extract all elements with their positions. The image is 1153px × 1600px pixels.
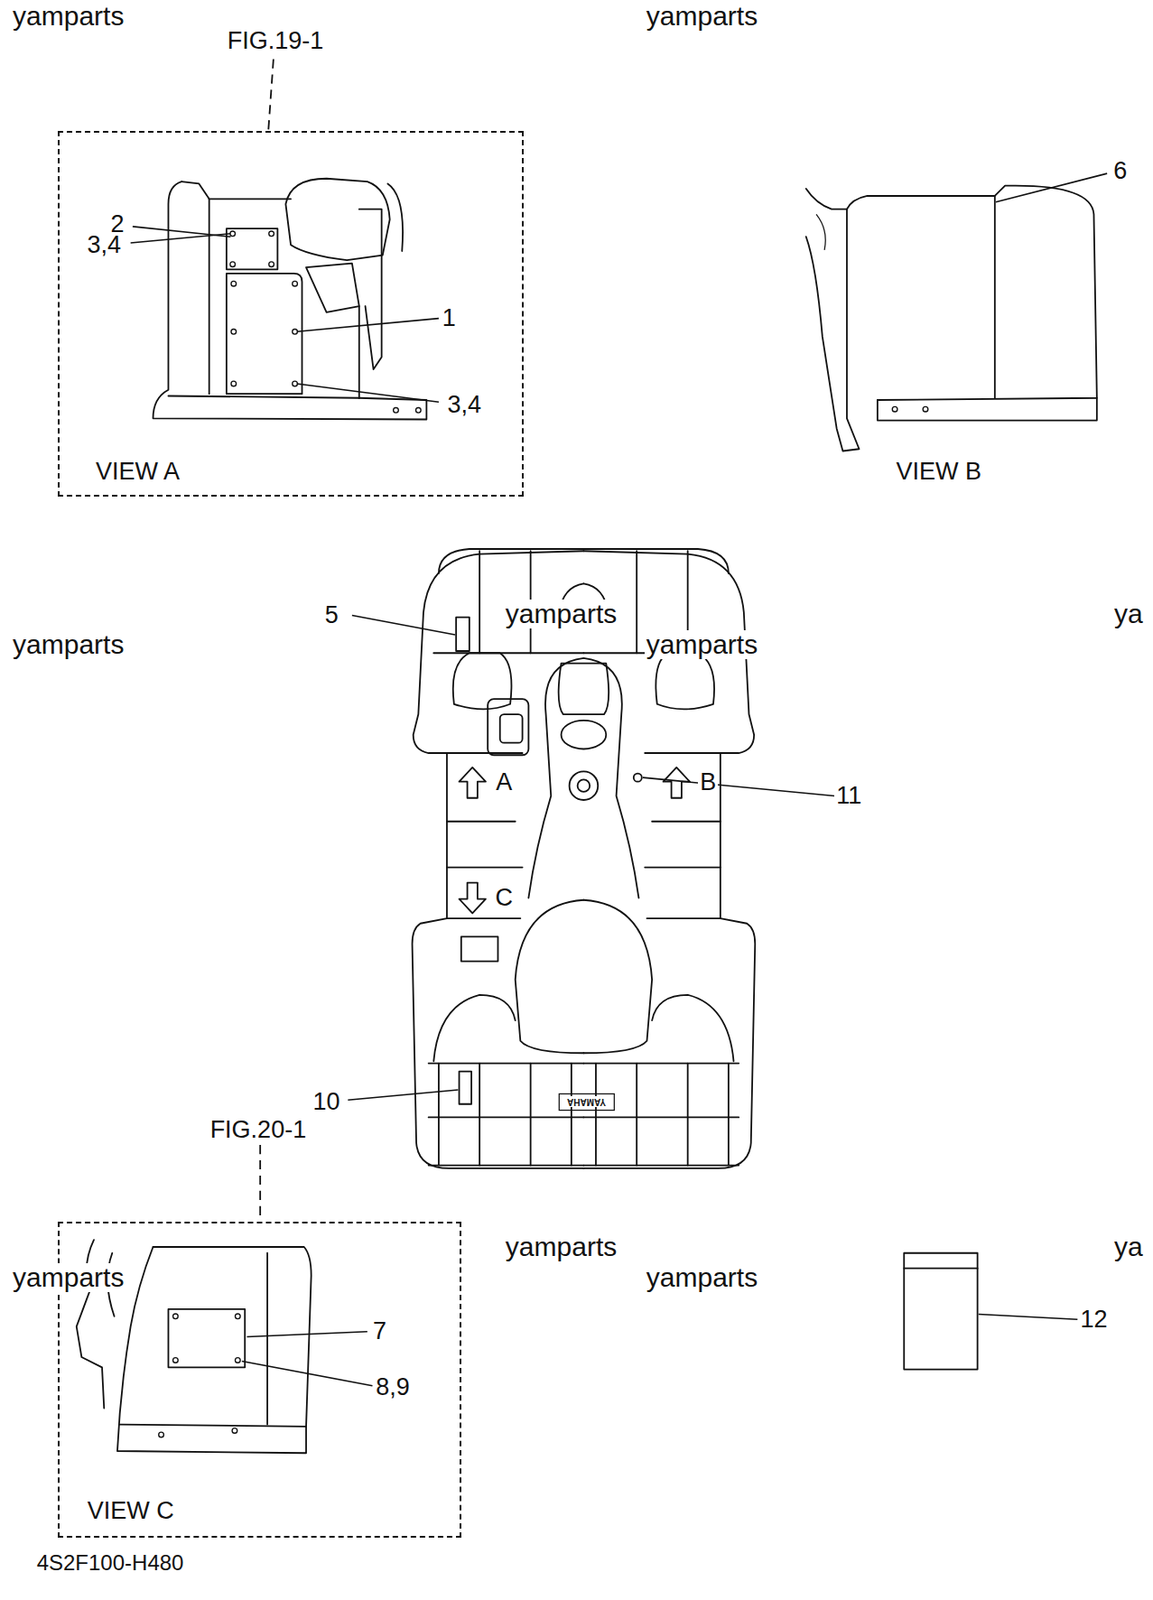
emblem-text: YAMAHA (565, 1096, 608, 1107)
label-sheet (903, 1267, 977, 1270)
watermark: yamparts (503, 599, 619, 629)
callout-number: 8,9 (373, 1374, 412, 1401)
view-label: VIEW C (85, 1497, 177, 1525)
view-arrow-letter: C (493, 884, 516, 912)
callout-number: 7 (371, 1318, 389, 1345)
atv-top-view (412, 548, 585, 1169)
watermark: yamparts (644, 1263, 760, 1293)
watermark: ya (1112, 599, 1145, 629)
callout-number: 5 (323, 602, 341, 629)
watermark: yamparts (503, 1232, 619, 1262)
callout-number: 1 (440, 305, 458, 332)
atv-top-details (455, 617, 690, 1111)
leader-lines (130, 173, 1107, 1386)
view-arrow-letter: A (493, 769, 514, 796)
fender-view-b (806, 185, 1098, 452)
figure-leader (259, 1144, 261, 1222)
fender-view-a (153, 178, 428, 420)
callout-number: 3,4 (445, 391, 484, 419)
figure-leader (268, 59, 274, 131)
figure-ref: FIG.19-1 (225, 27, 326, 55)
label-sheet (903, 1253, 977, 1370)
figure-ref: FIG.20-1 (208, 1116, 309, 1144)
callout-number: 3,4 (84, 232, 123, 259)
watermark: yamparts (644, 1, 760, 31)
watermark: yamparts (10, 630, 126, 660)
callout-number: 12 (1078, 1306, 1109, 1333)
callout-number: 6 (1111, 158, 1129, 185)
view-label: VIEW B (893, 458, 984, 485)
watermark: ya (1112, 1232, 1145, 1262)
view-label: VIEW A (93, 458, 182, 485)
part-code: 4S2F100-H480 (35, 1551, 186, 1575)
watermark: yamparts (10, 1263, 126, 1293)
watermark: yamparts (10, 1, 126, 31)
view-arrow-letter: B (697, 769, 718, 796)
callout-number: 10 (311, 1088, 343, 1116)
callout-number: 11 (834, 782, 864, 809)
watermark: yamparts (644, 630, 760, 660)
